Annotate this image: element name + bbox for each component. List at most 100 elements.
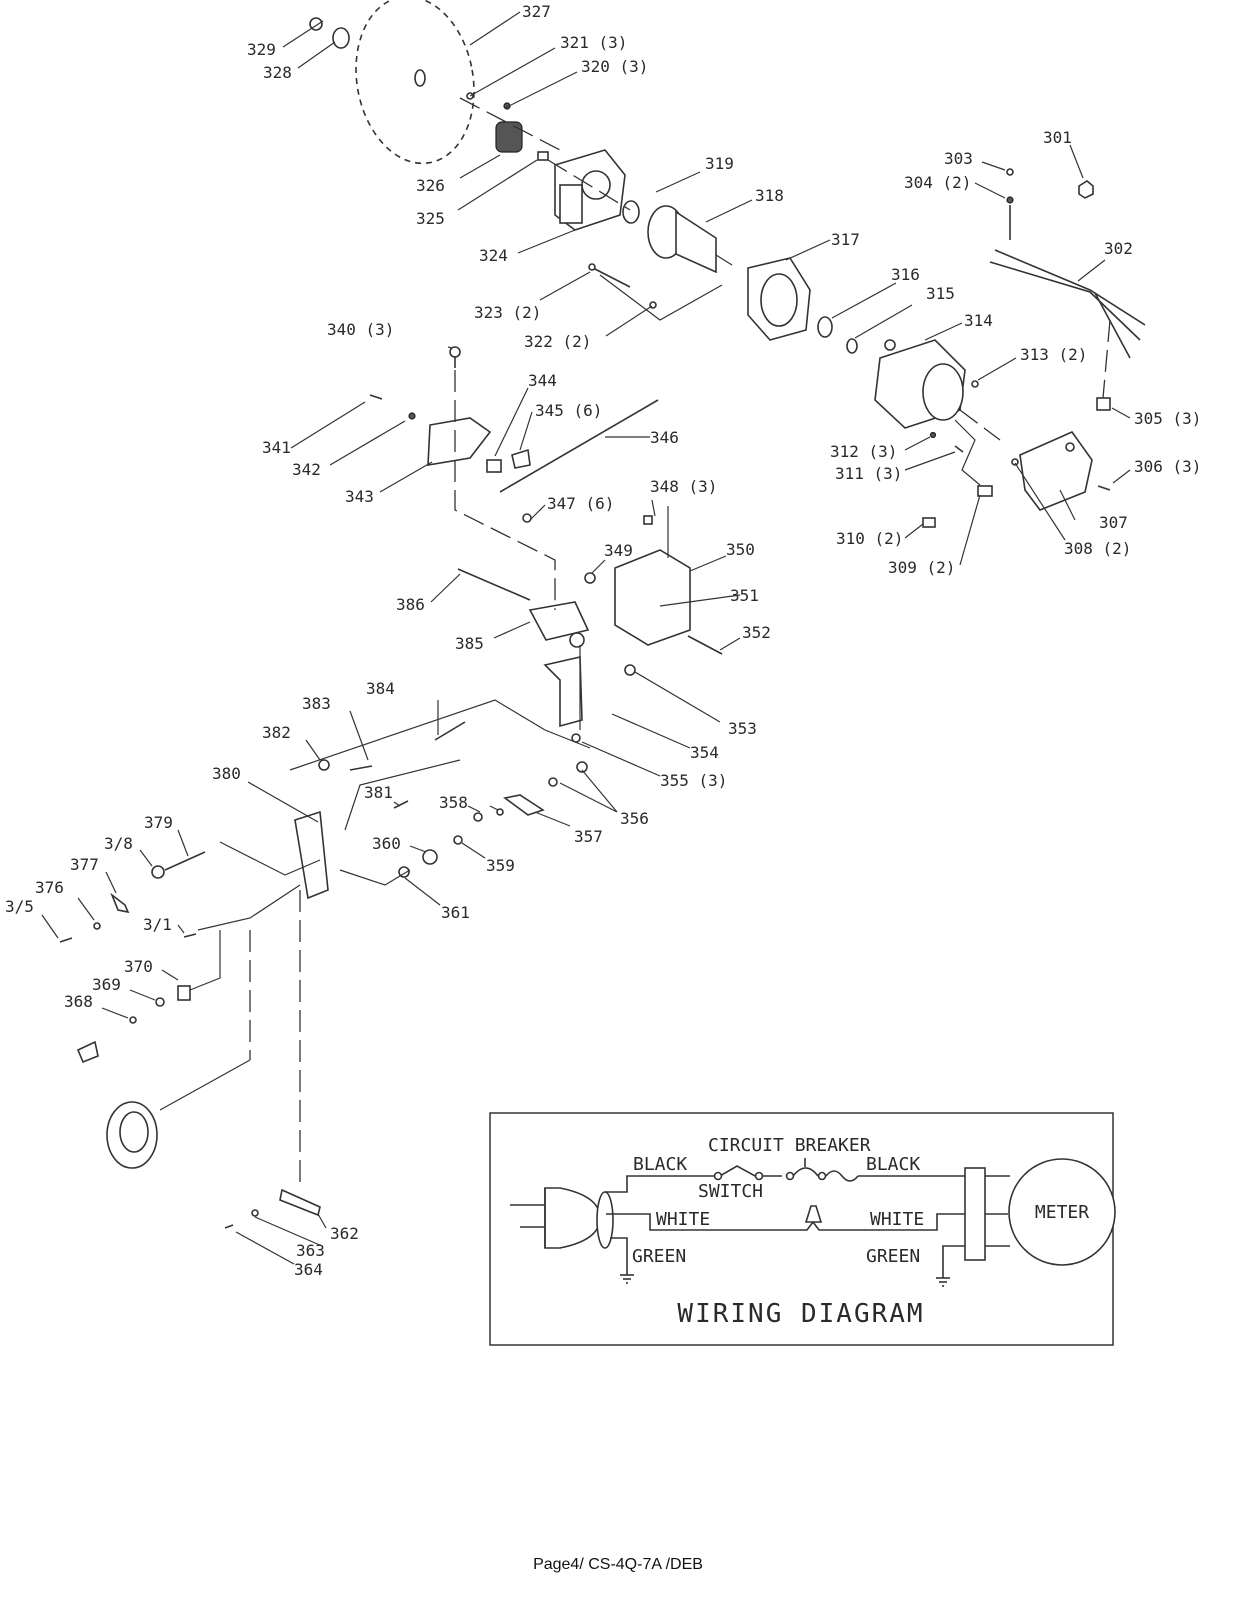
hub-326	[495, 121, 523, 153]
clip-345	[511, 448, 531, 469]
armature-318	[647, 205, 733, 274]
callout-360: 360	[372, 834, 401, 853]
callout-312: 312 (3)	[830, 442, 897, 461]
callout-354: 354	[690, 743, 719, 762]
clip-377	[110, 892, 130, 914]
callout-328: 328	[263, 63, 292, 82]
callout-353: 353	[728, 719, 757, 738]
callout-327: 327	[522, 2, 551, 21]
callout-326: 326	[416, 176, 445, 195]
callout-347: 347 (6)	[547, 494, 614, 513]
callout-342: 342	[292, 460, 321, 479]
green-wire-label-left: GREEN	[632, 1246, 686, 1267]
callout-348: 348 (3)	[650, 477, 717, 496]
callout-317: 317	[831, 230, 860, 249]
callout-359: 359	[486, 856, 515, 875]
callout-323: 323 (2)	[474, 303, 541, 322]
callout-370: 370	[124, 957, 153, 976]
washer-342	[408, 412, 416, 420]
screw-375	[59, 937, 73, 943]
clip-344	[486, 459, 502, 473]
nut-347	[522, 513, 532, 523]
callout-378: 3/8	[104, 834, 133, 853]
rod-379	[164, 851, 206, 871]
callout-362: 362	[330, 1224, 359, 1243]
callout-363: 363	[296, 1241, 325, 1260]
callout-308: 308 (2)	[1064, 539, 1131, 558]
callout-340: 340 (3)	[327, 320, 394, 339]
callout-350: 350	[726, 540, 755, 559]
bracket-354	[543, 656, 583, 728]
plate-362	[279, 1188, 321, 1217]
callout-371: 3/1	[143, 915, 172, 934]
end-cover-307	[1019, 431, 1093, 511]
callout-375: 3/5	[5, 897, 34, 916]
page-footer: Page4/ CS-4Q-7A /DEB	[533, 1556, 703, 1573]
callout-307: 307	[1099, 513, 1128, 532]
callout-369: 369	[92, 975, 121, 994]
wiring-diagram-title: WIRING DIAGRAM	[677, 1299, 924, 1329]
callout-329: 329	[247, 40, 276, 59]
callout-383: 383	[302, 694, 331, 713]
screw-340	[449, 346, 461, 368]
wire-connector-icon	[804, 1205, 823, 1223]
callout-382: 382	[262, 723, 291, 742]
callout-355: 355 (3)	[660, 771, 727, 790]
washer-359	[453, 835, 463, 845]
rod-386	[457, 568, 531, 601]
callout-304: 304 (2)	[904, 173, 971, 192]
white-wire-label-right: WHITE	[870, 1209, 924, 1230]
screw-341	[369, 394, 383, 400]
cord-302	[989, 205, 1146, 399]
circuit-breaker-symbol	[785, 1158, 859, 1182]
callout-320: 320 (3)	[581, 57, 648, 76]
spacer-325	[537, 151, 549, 161]
callout-349: 349	[604, 541, 633, 560]
white-wire-label-left: WHITE	[656, 1209, 710, 1230]
callout-384: 384	[366, 679, 395, 698]
washer-358	[473, 808, 504, 822]
circuit-breaker-label: CIRCUIT BREAKER	[708, 1135, 871, 1156]
callout-358: 358	[439, 793, 468, 812]
callout-361: 361	[441, 903, 470, 922]
callout-385: 385	[455, 634, 484, 653]
callout-309: 309 (2)	[888, 558, 955, 577]
nut-301	[1078, 180, 1094, 199]
callout-306: 306 (3)	[1134, 457, 1201, 476]
callout-315: 315	[926, 284, 955, 303]
callout-305: 305 (3)	[1134, 409, 1201, 428]
callout-325: 325	[416, 209, 445, 228]
spacer-370	[177, 985, 191, 1001]
plate-385	[528, 601, 590, 648]
screw-364	[224, 1224, 234, 1229]
callout-316: 316	[891, 265, 920, 284]
callout-321: 321 (3)	[560, 33, 627, 52]
long-screw-323	[588, 263, 631, 288]
bracket-380	[294, 810, 329, 900]
brush-cap-310	[922, 517, 936, 528]
callout-346: 346	[650, 428, 679, 447]
screw-313	[971, 380, 979, 388]
callout-343: 343	[345, 487, 374, 506]
screw-311	[954, 445, 964, 453]
pin-384	[434, 721, 466, 741]
plate-343	[427, 417, 492, 466]
black-wire-label-left: BLACK	[633, 1154, 687, 1175]
terminal-block	[964, 1167, 986, 1261]
callout-376: 376	[35, 878, 64, 897]
callout-352: 352	[742, 623, 771, 642]
callout-364: 364	[294, 1260, 323, 1279]
blade-washer-328	[332, 27, 350, 49]
callout-322: 322 (2)	[524, 332, 591, 351]
callout-303: 303	[944, 149, 973, 168]
green-wire-label-right: GREEN	[866, 1246, 920, 1267]
gear-case-324	[554, 149, 626, 231]
callout-344: 344	[528, 371, 557, 390]
screw-306	[1097, 485, 1111, 491]
knob-378	[151, 865, 165, 879]
callout-319: 319	[705, 154, 734, 173]
callout-357: 357	[574, 827, 603, 846]
motor-symbol	[1008, 1158, 1116, 1266]
callout-318: 318	[755, 186, 784, 205]
